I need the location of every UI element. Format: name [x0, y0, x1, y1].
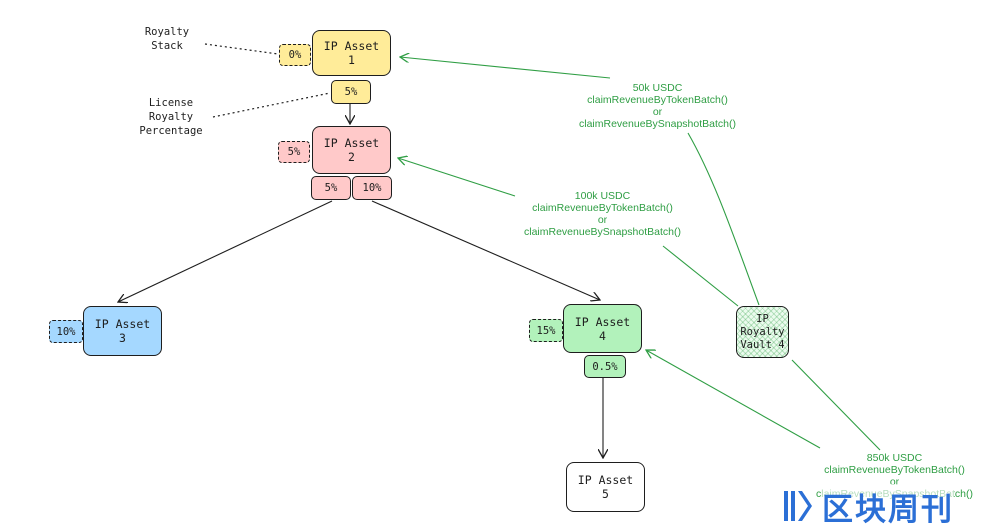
flow-100k-line [662, 245, 739, 307]
royalty-stack-label: Royalty Stack [144, 26, 190, 52]
arrow-ip2-to-ip4 [371, 200, 600, 300]
ip-asset-1[interactable]: IP Asset 1 [312, 30, 391, 76]
ip3-number: 3 [119, 331, 126, 345]
flow-50k-label: 50k USDC claimRevenueByTokenBatch() or c… [579, 82, 736, 130]
ip4-title: IP Asset [574, 314, 631, 329]
flow-850k-line [791, 359, 881, 451]
ip3-title: IP Asset [94, 317, 151, 331]
flow-50k-arrow [400, 57, 611, 79]
ip4-number: 4 [599, 328, 606, 343]
watermark-text: 区块周刊 [822, 483, 954, 529]
arrow-ip2-to-ip3 [118, 200, 333, 302]
ip4-license-percentage: 0.5% [584, 355, 626, 378]
ip2-license-percentage-left: 5% [311, 176, 351, 200]
license-royalty-percentage-label: License Royalty Percentage [139, 97, 203, 137]
ip2-license-percentage-right: 10% [352, 176, 392, 200]
ip1-title: IP Asset [323, 39, 380, 53]
ip1-number: 1 [348, 53, 355, 67]
watermark: 区块周刊 [780, 483, 954, 529]
flow-50k-line [687, 132, 760, 306]
ip3-royalty-stack: 10% [49, 320, 83, 343]
ip-asset-5[interactable]: IP Asset 5 [566, 462, 645, 512]
ip1-royalty-stack: 0% [279, 44, 311, 66]
ip-asset-3[interactable]: IP Asset 3 [83, 306, 162, 356]
ip5-number: 5 [602, 487, 609, 501]
ip2-title: IP Asset [323, 136, 380, 150]
ip-royalty-vault-4[interactable]: IP Royalty Vault 4 [736, 306, 789, 358]
vault-line-2: Royalty [740, 325, 785, 338]
royalty-stack-leader [204, 43, 279, 55]
vault-line-3: Vault 4 [740, 338, 785, 351]
flow-100k-arrow [398, 158, 516, 197]
ip1-license-percentage: 5% [331, 80, 371, 104]
license-royalty-leader [212, 92, 331, 118]
ip-asset-2[interactable]: IP Asset 2 [312, 126, 391, 174]
flow-100k-label: 100k USDC claimRevenueByTokenBatch() or … [524, 190, 681, 238]
ip4-royalty-stack: 15% [529, 319, 563, 342]
vault-line-1: IP [756, 312, 769, 325]
blockchain-news-logo-icon [780, 488, 816, 524]
flow-850k-arrow [646, 350, 821, 449]
ip-asset-4[interactable]: IP Asset 4 [563, 304, 642, 353]
ip5-title: IP Asset [577, 473, 634, 487]
ip2-royalty-stack: 5% [278, 141, 310, 163]
ip2-number: 2 [348, 150, 355, 164]
